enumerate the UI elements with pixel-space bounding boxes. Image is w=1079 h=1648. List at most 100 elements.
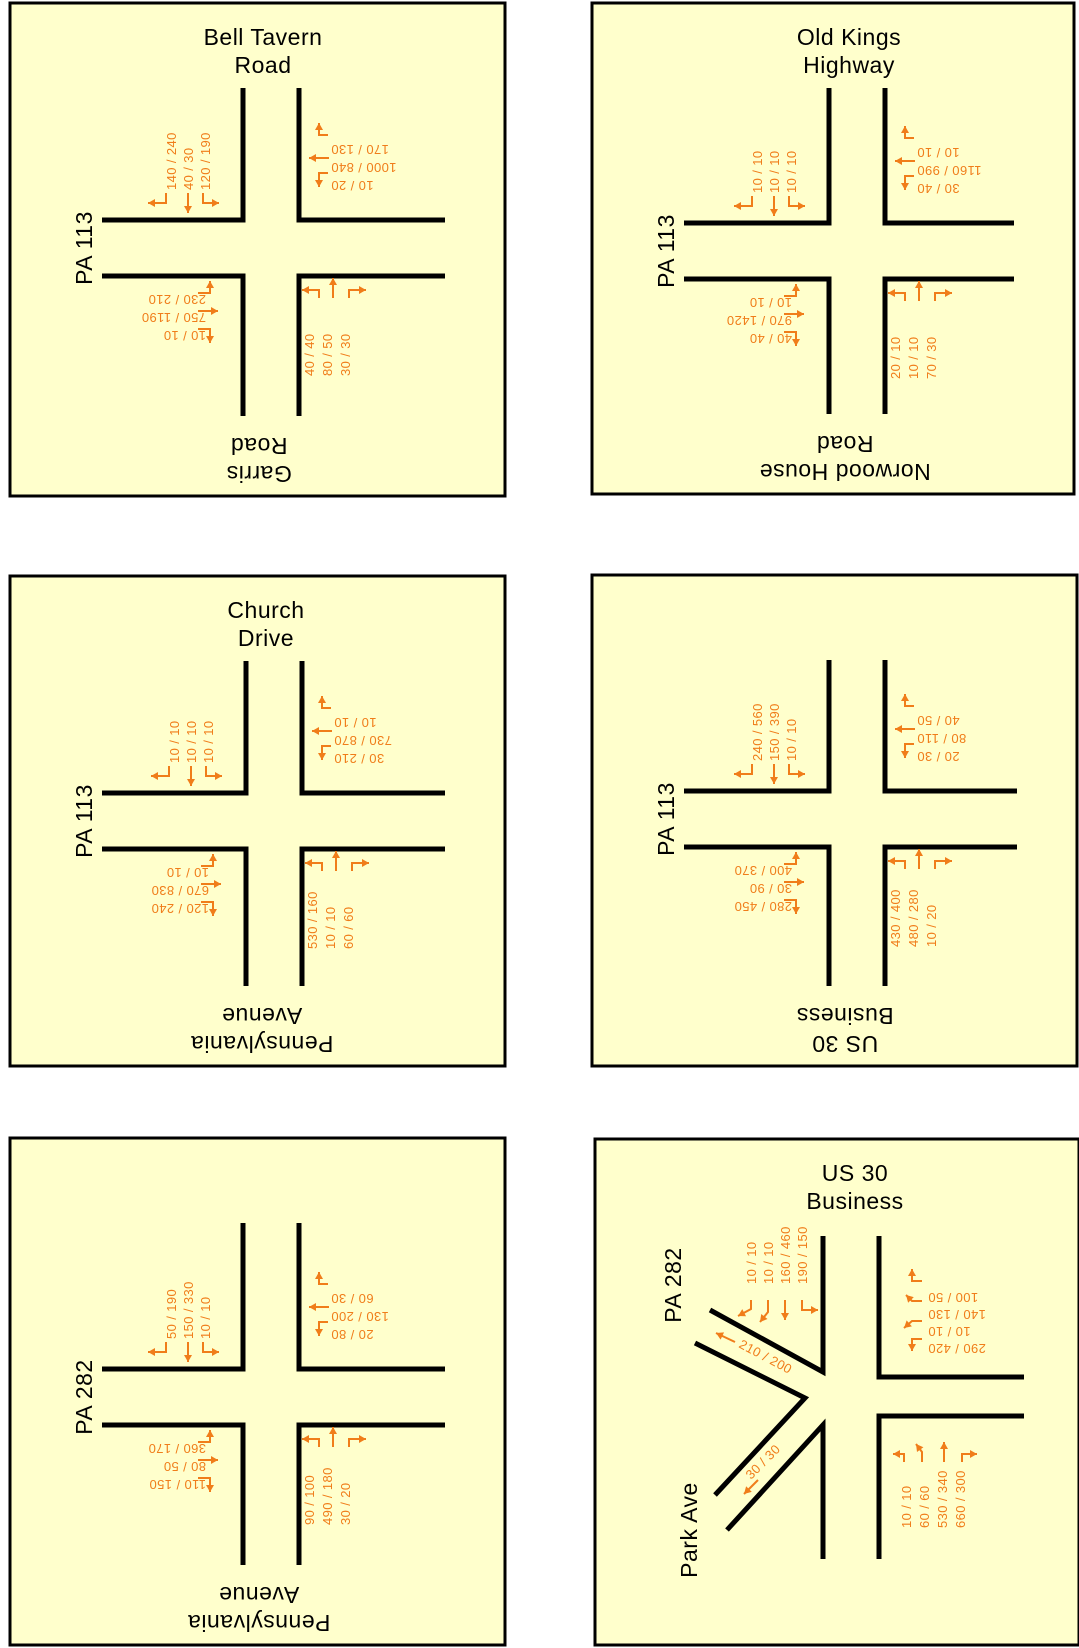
- north-left-turn-arrow: [759, 1300, 769, 1323]
- east-through-arrow: [309, 154, 329, 162]
- south-street-name: Road: [231, 433, 288, 459]
- west-through-arrow: [201, 880, 221, 888]
- road-edge-sw: [684, 276, 832, 414]
- south-left-turn-arrow: [302, 286, 320, 298]
- south-through-arrow: [329, 1427, 337, 1447]
- east-volume-label: 1000 / 840: [331, 160, 396, 175]
- west-volume-label: 40 / 40: [749, 331, 792, 346]
- road-edge-se: [296, 1422, 445, 1565]
- north-through-arrow: [184, 1342, 192, 1362]
- road-edge-sw: [102, 1422, 246, 1565]
- east-volume-label: 10 / 10: [334, 715, 377, 730]
- north-right-turn-arrow: [202, 193, 219, 207]
- east-through-arrow: [895, 157, 915, 165]
- panel-background: [8, 574, 507, 1068]
- west-street-name: PA 113: [653, 214, 679, 288]
- road-edge-se: [296, 273, 445, 416]
- west-right-turn-arrow: [784, 331, 800, 346]
- road-edge-se: [882, 276, 1014, 414]
- road-edge-se: [299, 846, 445, 986]
- east-through-arrow: [312, 727, 332, 735]
- east-through-arrow: [309, 1303, 329, 1311]
- road-edges: [102, 88, 445, 416]
- north-volume-label: 10 / 10: [198, 1296, 213, 1339]
- north-through-arrow: [184, 193, 192, 213]
- south-volume-label: 60 / 60: [917, 1485, 932, 1528]
- east-volume-label: 40 / 50: [917, 713, 960, 728]
- west-left-turn-arrow: [201, 854, 217, 867]
- south-left-turn-arrow: [888, 289, 906, 301]
- north-volume-label: 10 / 10: [744, 1241, 759, 1284]
- north-volume-label: 140 / 240: [164, 132, 179, 190]
- west-volume-label: 80 / 50: [163, 1459, 206, 1474]
- west-right-turn-arrow: [198, 1477, 214, 1492]
- park-ave-street-name: Park Ave: [676, 1482, 702, 1578]
- south-left-turn-arrow: [305, 859, 323, 871]
- north-right-turn-arrow: [205, 766, 222, 780]
- east-volume-label: 290 / 420: [928, 1341, 986, 1356]
- south-volume-label: 530 / 340: [935, 1470, 950, 1528]
- south-through-arrow: [915, 849, 923, 869]
- north-street-name: Church: [227, 597, 304, 623]
- west-street-name: PA 113: [653, 782, 679, 856]
- road-edge-ne: [296, 88, 445, 223]
- north-through-arrow: [187, 766, 195, 786]
- west-left-turn-arrow: [198, 281, 214, 294]
- west-through-arrow: [784, 878, 804, 886]
- south-left-turn-arrow: [302, 1435, 320, 1447]
- south-slight-left-arrow: [915, 1443, 924, 1462]
- north-left-turn-arrow: [734, 764, 753, 778]
- north-street-name: Highway: [803, 52, 895, 78]
- west-volume-label: 10 / 10: [163, 328, 206, 343]
- south-volume-label: 530 / 160: [305, 891, 320, 949]
- north-volume-label: 10 / 10: [750, 150, 765, 193]
- north-volume-label: 10 / 10: [761, 1241, 776, 1284]
- north-volume-label: 40 / 30: [181, 147, 196, 190]
- east-left-turn-arrow: [315, 1321, 328, 1336]
- east-volume-label: 30 / 40: [917, 181, 960, 196]
- road-edges: [684, 88, 1014, 414]
- north-left-turn-arrow: [734, 196, 753, 210]
- south-through-arrow: [329, 278, 337, 298]
- west-right-turn-arrow: [784, 899, 800, 914]
- north-through-arrow: [770, 764, 778, 784]
- east-volume-label: 10 / 20: [331, 178, 374, 193]
- north-through-arrow: [781, 1300, 789, 1320]
- south-volume-label: 60 / 60: [341, 906, 356, 949]
- west-volume-label: 110 / 150: [149, 1477, 206, 1492]
- east-volume-label: 20 / 30: [917, 749, 960, 764]
- west-volume-label: 400 / 370: [734, 863, 792, 878]
- south-street-name: Garris: [226, 461, 292, 487]
- west-volume-label: 30 / 90: [749, 881, 792, 896]
- south-street-name: Avenue: [222, 1003, 303, 1029]
- north-right-turn-arrow: [788, 764, 805, 778]
- south-volume-label: 480 / 280: [906, 889, 921, 947]
- east-volume-label: 1160 / 990: [917, 163, 981, 178]
- east-volume-label: 130 / 200: [331, 1309, 389, 1324]
- panel-background: [8, 1, 507, 498]
- north-street-name: Road: [235, 52, 292, 78]
- road-edge-nw: [102, 1223, 246, 1372]
- east-volume-label: 10 / 10: [917, 145, 960, 160]
- west-street-name: PA 282: [71, 1359, 97, 1434]
- north-volume-label: 10 / 10: [167, 720, 182, 763]
- south-volume-label: 90 / 100: [302, 1475, 317, 1525]
- north-street-name: Old Kings: [797, 24, 901, 50]
- road-edge-us30-pa282: [708, 1236, 826, 1377]
- east-right-turn-arrow: [315, 123, 328, 136]
- road-edge-sw: [102, 846, 249, 986]
- north-street-name: Business: [806, 1188, 903, 1214]
- south-left-turn-arrow: [888, 857, 906, 869]
- east-volume-label: 100 / 50: [928, 1290, 978, 1305]
- east-volume-label: 730 / 870: [334, 733, 392, 748]
- south-right-turn-arrow: [934, 289, 952, 301]
- east-volume-label: 10 / 10: [928, 1324, 971, 1339]
- west-right-turn-arrow: [198, 328, 214, 343]
- south-volume-label: 20 / 10: [888, 336, 903, 379]
- park-ave-arrow: [743, 1479, 759, 1495]
- north-volume-label: 190 / 150: [795, 1226, 810, 1284]
- south-street-name: Pennsylvania: [188, 1610, 331, 1636]
- west-left-turn-arrow: [784, 284, 800, 297]
